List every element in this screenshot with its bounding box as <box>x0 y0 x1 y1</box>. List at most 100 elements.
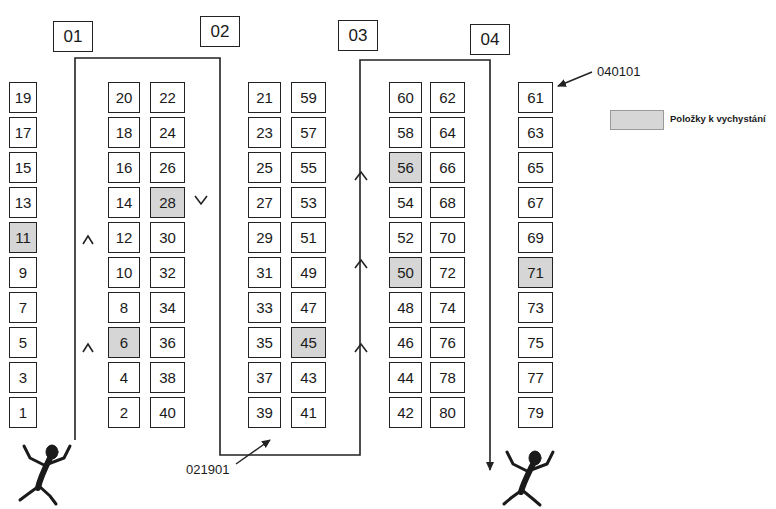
shelf-location: 56 <box>389 152 422 183</box>
shelf-location: 47 <box>291 292 326 323</box>
location-number: 61 <box>527 89 544 106</box>
location-number: 62 <box>439 89 456 106</box>
shelf-location: 80 <box>430 397 465 428</box>
location-number: 41 <box>300 404 317 421</box>
shelf-location: 16 <box>108 152 140 183</box>
shelf-location: 71 <box>518 257 553 288</box>
shelf-location: 8 <box>108 292 140 323</box>
shelf-location: 33 <box>248 292 281 323</box>
location-number: 32 <box>159 264 176 281</box>
location-number: 60 <box>397 89 414 106</box>
location-number: 44 <box>397 369 414 386</box>
location-number: 12 <box>116 229 133 246</box>
shelf-location: 62 <box>430 82 465 113</box>
location-number: 22 <box>159 89 176 106</box>
shelf-location: 52 <box>389 222 422 253</box>
location-number: 18 <box>116 124 133 141</box>
shelf-location: 54 <box>389 187 422 218</box>
location-number: 58 <box>397 124 414 141</box>
location-number: 8 <box>120 299 128 316</box>
location-number: 24 <box>159 124 176 141</box>
shelf-location: 75 <box>518 327 553 358</box>
shelf-location: 64 <box>430 117 465 148</box>
location-number: 53 <box>300 194 317 211</box>
location-number: 38 <box>159 369 176 386</box>
shelf-location: 21 <box>248 82 281 113</box>
shelf-location: 61 <box>518 82 553 113</box>
shelf-location: 42 <box>389 397 422 428</box>
aisle-number: 01 <box>64 27 83 47</box>
shelf-location: 20 <box>108 82 140 113</box>
shelf-location: 2 <box>108 397 140 428</box>
aisle-label-box: 04 <box>470 24 510 55</box>
shelf-location: 40 <box>150 397 185 428</box>
aisle-number: 04 <box>481 30 500 50</box>
picker-figure <box>20 445 70 504</box>
shelf-location: 25 <box>248 152 281 183</box>
location-number: 65 <box>527 159 544 176</box>
direction-chevrons <box>83 172 367 352</box>
location-number: 23 <box>256 124 273 141</box>
location-number: 9 <box>19 264 27 281</box>
location-number: 5 <box>19 334 27 351</box>
shelf-location: 31 <box>248 257 281 288</box>
aisle-label-box: 03 <box>338 20 378 51</box>
location-number: 39 <box>256 404 273 421</box>
shelf-location: 14 <box>108 187 140 218</box>
shelf-location: 65 <box>518 152 553 183</box>
shelf-location: 66 <box>430 152 465 183</box>
shelf-location: 29 <box>248 222 281 253</box>
location-number: 25 <box>256 159 273 176</box>
location-number: 7 <box>19 299 27 316</box>
location-number: 51 <box>300 229 317 246</box>
shelf-location: 5 <box>9 327 37 358</box>
shelf-location: 79 <box>518 397 553 428</box>
location-number: 27 <box>256 194 273 211</box>
location-number: 17 <box>15 124 32 141</box>
aisle-label-box: 01 <box>53 21 93 52</box>
location-number: 3 <box>19 369 27 386</box>
location-code: 021901 <box>186 462 229 477</box>
shelf-location: 9 <box>9 257 37 288</box>
shelf-location: 11 <box>9 222 37 253</box>
shelf-location: 22 <box>150 82 185 113</box>
shelf-location: 44 <box>389 362 422 393</box>
location-number: 21 <box>256 89 273 106</box>
shelf-location: 53 <box>291 187 326 218</box>
location-number: 63 <box>527 124 544 141</box>
location-number: 59 <box>300 89 317 106</box>
legend-text: Položky k vychystání <box>670 113 766 124</box>
location-number: 37 <box>256 369 273 386</box>
location-number: 70 <box>439 229 456 246</box>
location-number: 74 <box>439 299 456 316</box>
shelf-location: 70 <box>430 222 465 253</box>
shelf-location: 10 <box>108 257 140 288</box>
shelf-location: 38 <box>150 362 185 393</box>
location-number: 36 <box>159 334 176 351</box>
location-number: 79 <box>527 404 544 421</box>
location-number: 75 <box>527 334 544 351</box>
location-number: 71 <box>527 264 544 281</box>
shelf-location: 35 <box>248 327 281 358</box>
location-number: 11 <box>15 229 31 246</box>
shelf-location: 51 <box>291 222 326 253</box>
leader-arrow <box>558 72 592 86</box>
shelf-location: 6 <box>108 327 140 358</box>
shelf-location: 72 <box>430 257 465 288</box>
shelf-location: 63 <box>518 117 553 148</box>
location-number: 47 <box>300 299 317 316</box>
shelf-location: 69 <box>518 222 553 253</box>
location-number: 54 <box>397 194 414 211</box>
shelf-location: 7 <box>9 292 37 323</box>
location-number: 50 <box>397 264 414 281</box>
location-number: 19 <box>15 89 32 106</box>
shelf-location: 19 <box>9 82 37 113</box>
shelf-location: 50 <box>389 257 422 288</box>
shelf-location: 48 <box>389 292 422 323</box>
shelf-location: 1 <box>9 397 37 428</box>
shelf-location: 76 <box>430 327 465 358</box>
location-number: 15 <box>15 159 32 176</box>
location-number: 43 <box>300 369 317 386</box>
location-number: 77 <box>527 369 544 386</box>
shelf-location: 3 <box>9 362 37 393</box>
